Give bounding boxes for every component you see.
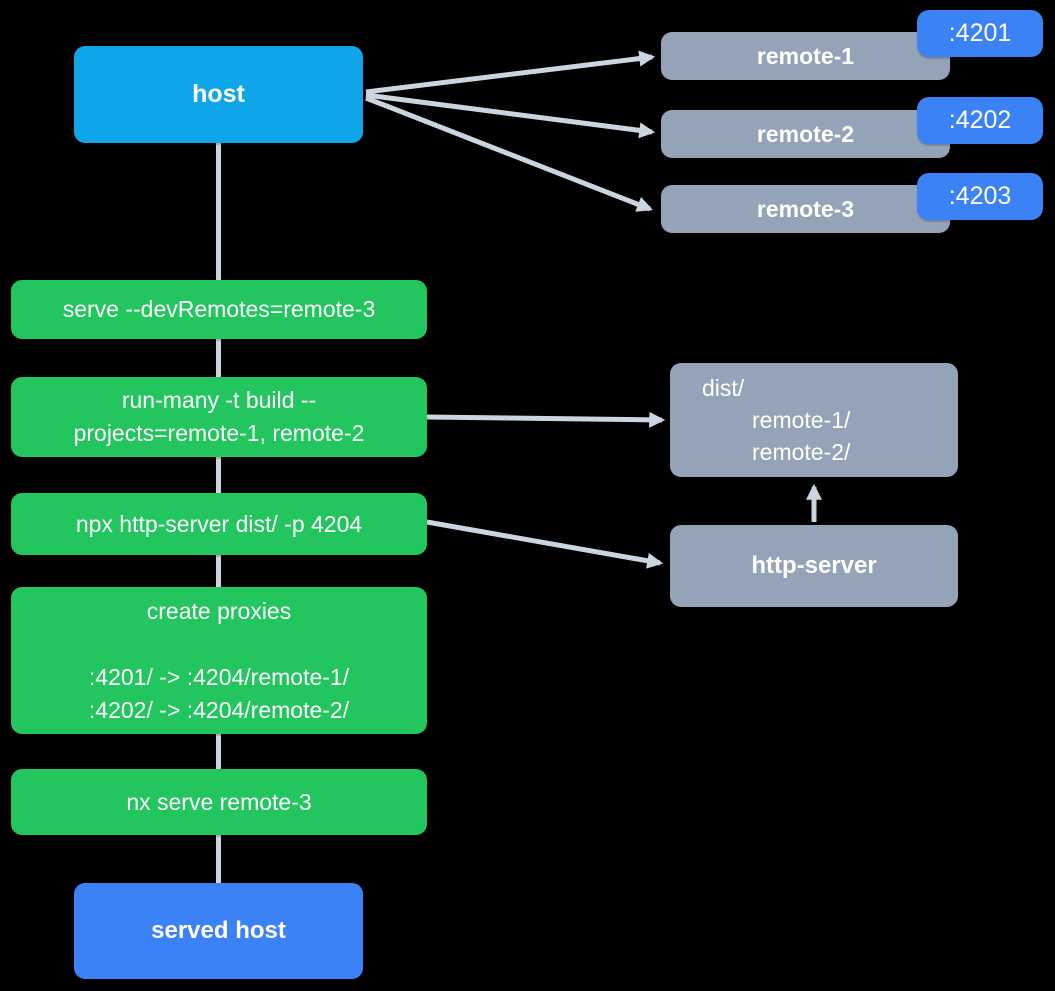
step-npx-http-server: npx http-server dist/ -p 4204 (11, 493, 427, 555)
step-nx-serve-remote-3: nx serve remote-3 (11, 769, 427, 835)
step-serve-dev-remotes: serve --devRemotes=remote-3 (11, 280, 427, 339)
step-nx-serve-remote-3-text: nx serve remote-3 (126, 788, 312, 815)
port-badge-4202: :4202 (917, 97, 1043, 144)
node-host-label: host (192, 80, 245, 108)
port-badge-4203: :4203 (917, 173, 1043, 220)
step-run-many-build-line-2: projects=remote-1, remote-2 (73, 420, 365, 446)
node-remote-1-label: remote-1 (756, 42, 855, 69)
node-dist-folder: dist/ remote-1/ remote-2/ (670, 363, 958, 477)
node-host: host (74, 46, 363, 143)
arrow-host-to-remote-1 (365, 50, 656, 95)
node-http-server: http-server (670, 525, 958, 607)
node-http-server-label: http-server (751, 552, 877, 579)
node-remote-2-label: remote-2 (756, 120, 855, 147)
port-badge-4201: :4201 (917, 10, 1043, 57)
node-remote-3: remote-3 (661, 185, 950, 233)
port-badge-4202-label: :4202 (948, 106, 1012, 134)
arrow-host-to-remote-2 (365, 92, 656, 139)
step-create-proxies: create proxies :4201/ -> :4204/remote-1/… (11, 587, 427, 734)
step-create-proxies-map-1: :4201/ -> :4204/remote-1/ (88, 663, 350, 690)
arrow-npx-to-http-server (426, 519, 664, 569)
step-create-proxies-title: create proxies (146, 597, 292, 624)
node-served-host: served host (74, 883, 363, 979)
step-serve-dev-remotes-text: serve --devRemotes=remote-3 (62, 296, 376, 322)
step-run-many-build-line-1: run-many -t build -- (121, 387, 317, 413)
step-npx-http-server-text: npx http-server dist/ -p 4204 (75, 510, 363, 537)
node-remote-3-label: remote-3 (756, 195, 855, 222)
step-run-many-build: run-many -t build -- projects=remote-1, … (11, 377, 427, 457)
node-served-host-label: served host (151, 917, 286, 944)
port-badge-4203-label: :4203 (948, 182, 1012, 210)
node-remote-2: remote-2 (661, 110, 950, 158)
dist-folder-remote-2: remote-2/ (752, 439, 851, 465)
dist-folder-remote-1: remote-1/ (752, 407, 851, 433)
port-badge-4201-label: :4201 (948, 19, 1012, 47)
step-create-proxies-map-2: :4202/ -> :4204/remote-2/ (88, 696, 350, 723)
arrow-host-to-remote-3 (365, 95, 653, 212)
node-remote-1: remote-1 (661, 32, 950, 80)
dist-folder-root: dist/ (702, 375, 745, 401)
arrow-build-to-dist (426, 411, 666, 428)
